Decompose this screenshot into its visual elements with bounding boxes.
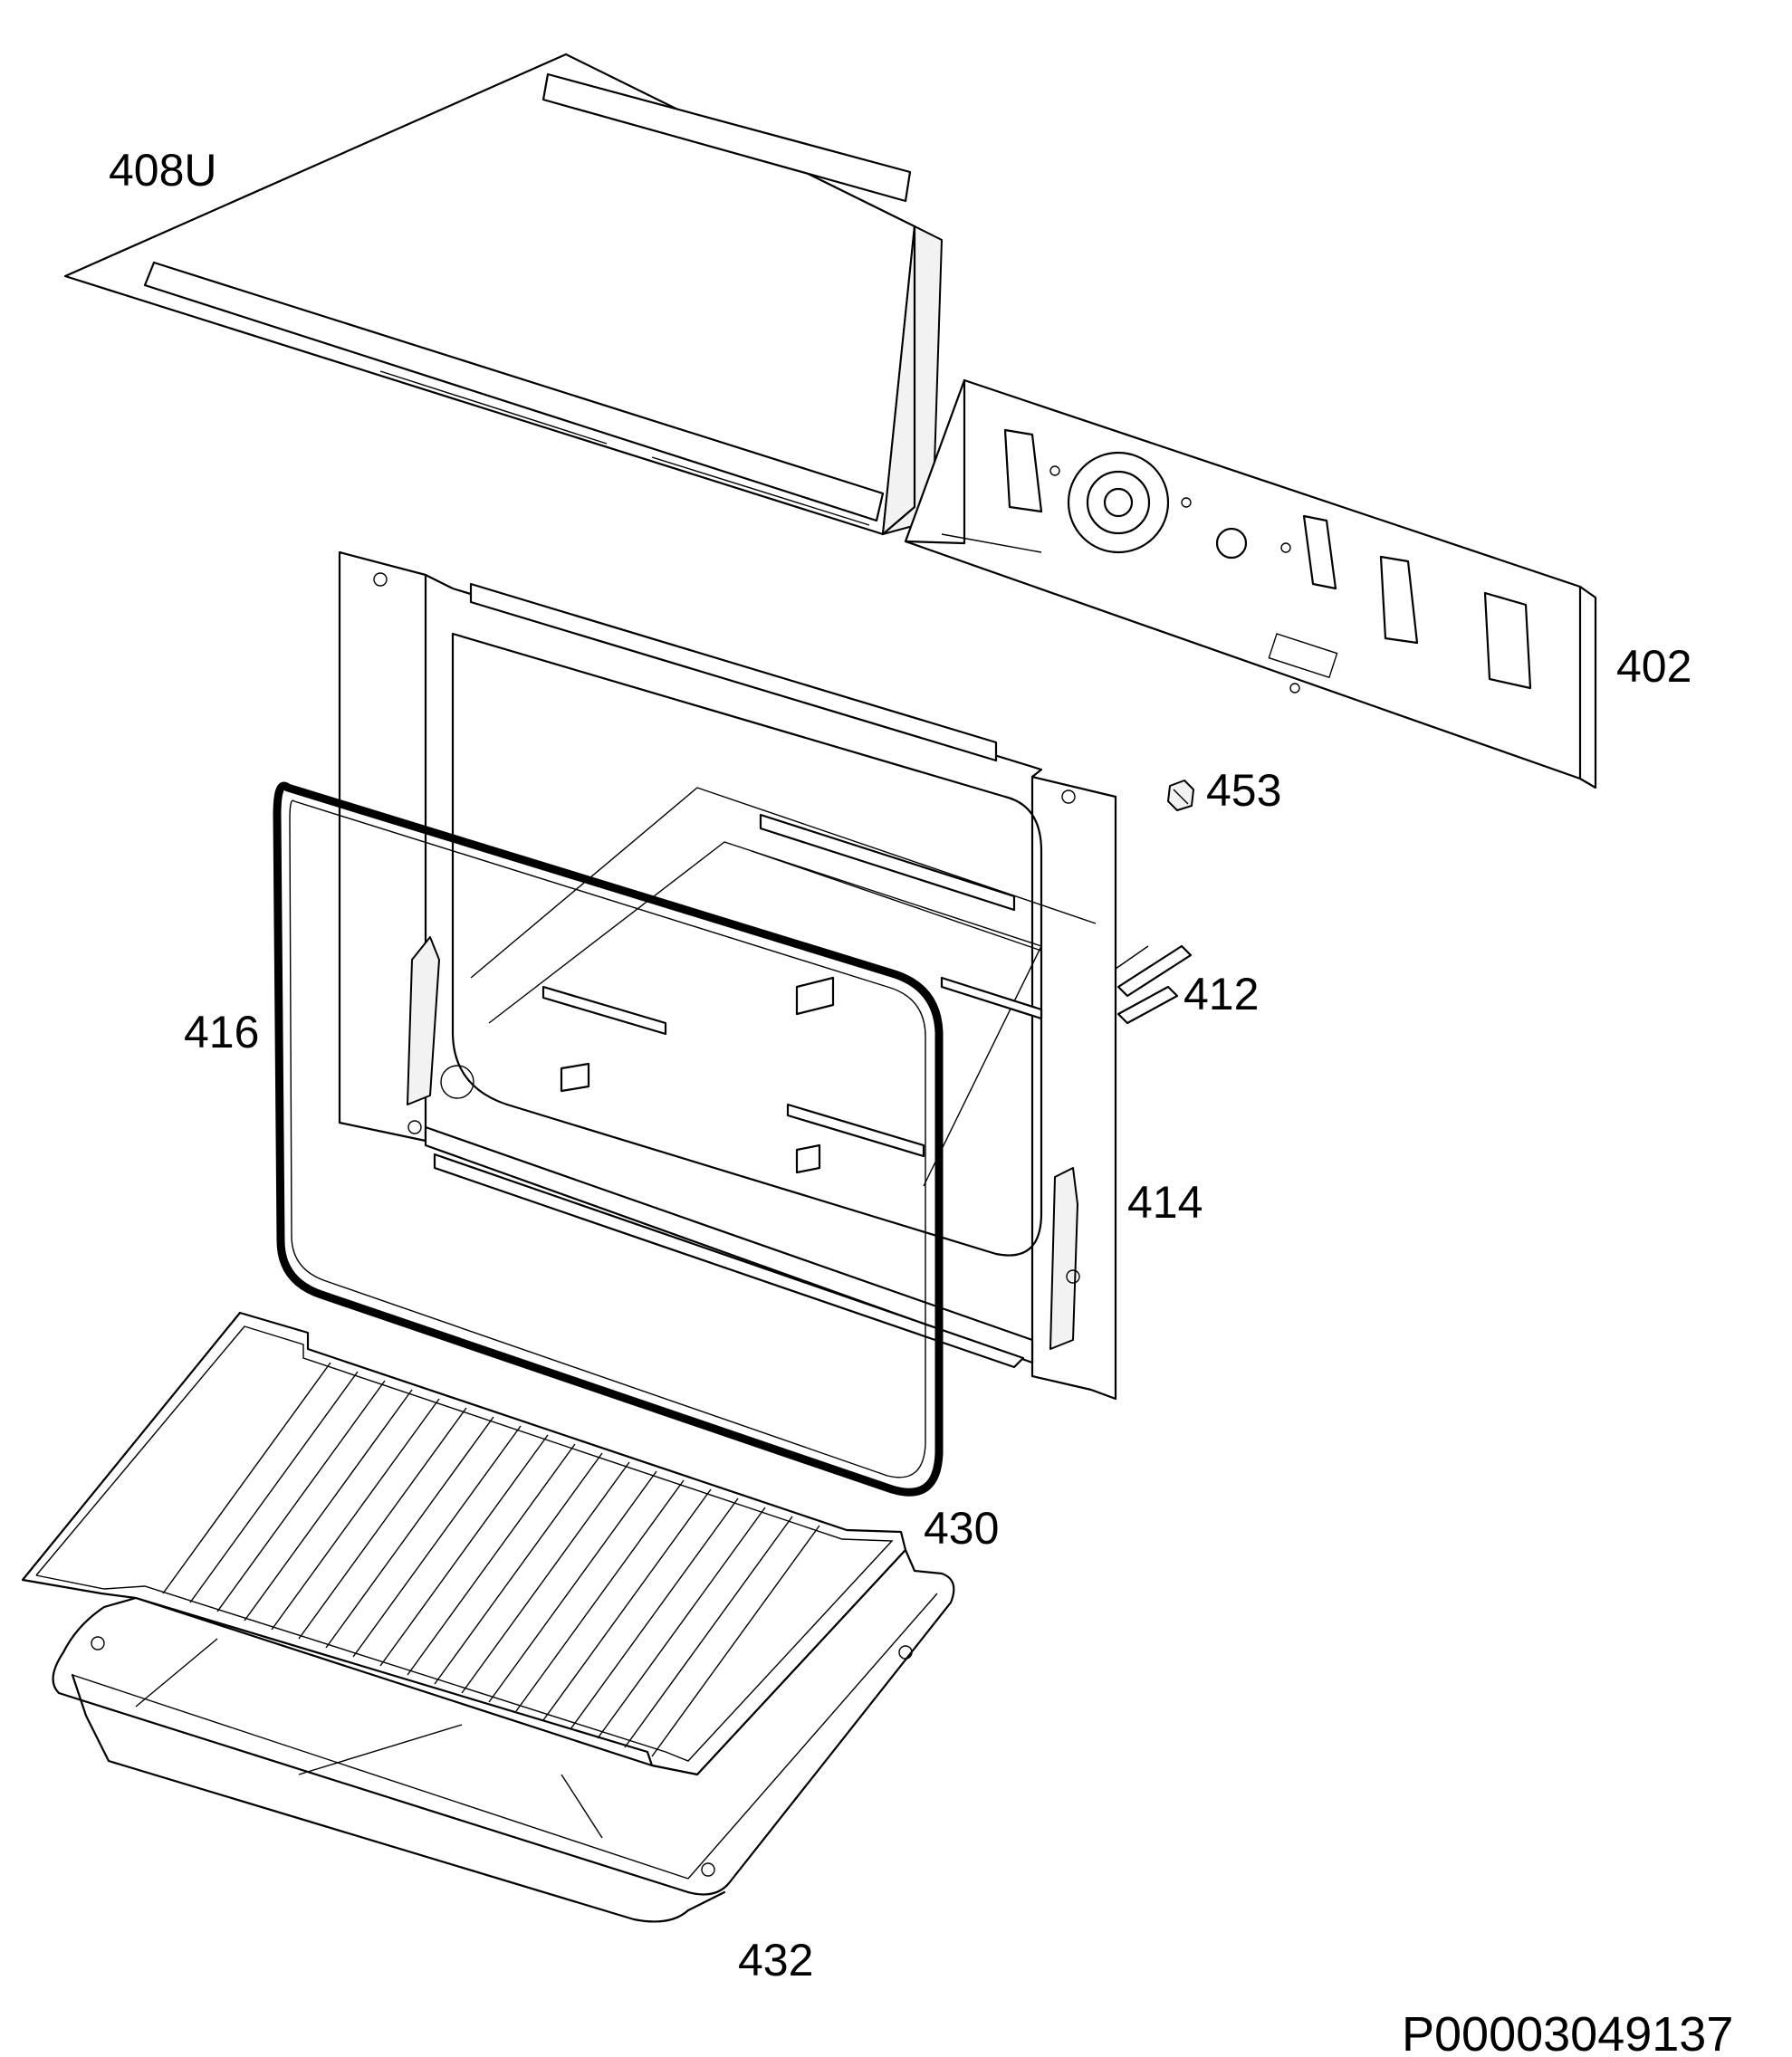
baking-tray-part	[52, 1548, 955, 1923]
fastener-part	[1167, 780, 1194, 811]
cavity-rails-part	[1115, 944, 1193, 1025]
label-414: 414	[1127, 1177, 1203, 1228]
oven-cavity-part	[338, 550, 1117, 1401]
label-453: 453	[1206, 765, 1281, 816]
label-402: 402	[1616, 641, 1691, 692]
label-408U: 408U	[109, 145, 217, 196]
label-430: 430	[924, 1503, 999, 1554]
top-plate-part	[63, 53, 943, 536]
label-416: 416	[184, 1007, 259, 1057]
document-id: P00003049137	[1402, 2007, 1733, 2057]
label-432: 432	[738, 1935, 813, 1985]
label-412: 412	[1183, 969, 1259, 1019]
shelf-wires	[162, 1362, 820, 1757]
door-seal-part	[273, 781, 944, 1497]
back-panel-part	[904, 378, 1597, 789]
